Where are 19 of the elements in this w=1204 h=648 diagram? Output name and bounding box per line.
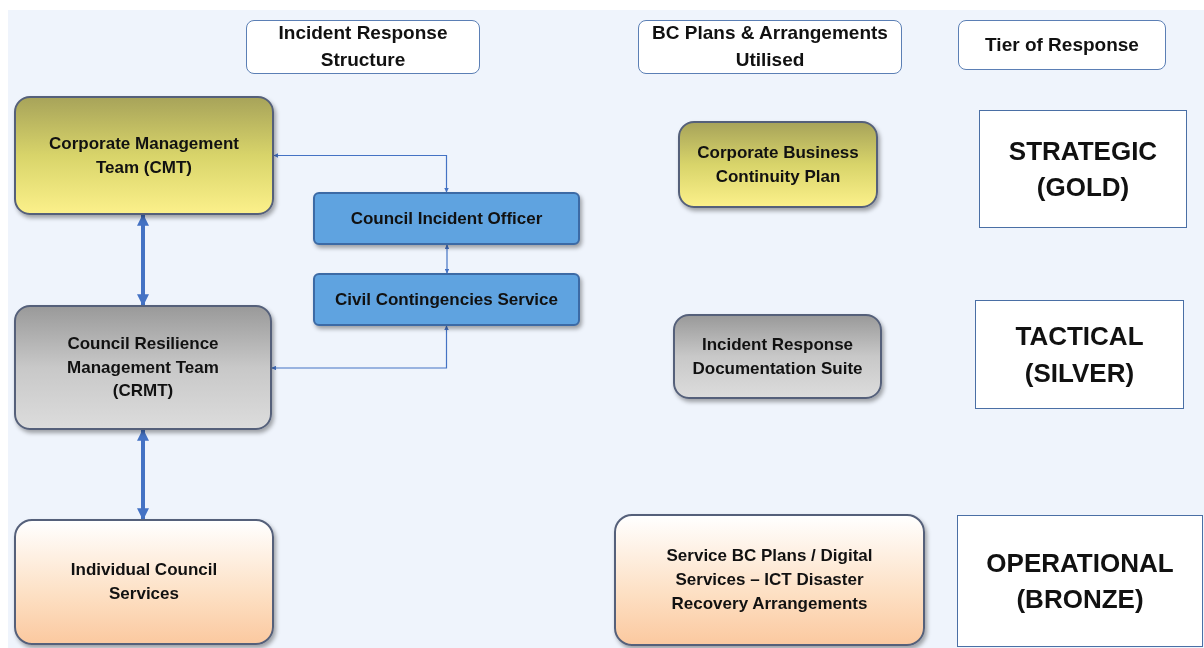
process-box: Council Incident Officer xyxy=(313,192,580,245)
process-box: Incident Response Documentation Suite xyxy=(673,314,882,399)
tier-box: TACTICAL (SILVER) xyxy=(975,300,1184,409)
process-box: Corporate Business Continuity Plan xyxy=(678,121,878,208)
column-header: BC Plans & Arrangements Utilised xyxy=(638,20,902,74)
tier-box: STRATEGIC (GOLD) xyxy=(979,110,1187,228)
process-box: Civil Contingencies Service xyxy=(313,273,580,326)
connector-arrow xyxy=(271,325,449,371)
column-header: Tier of Response xyxy=(958,20,1166,70)
process-box: Corporate Management Team (CMT) xyxy=(14,96,274,215)
tier-box: OPERATIONAL (BRONZE) xyxy=(957,515,1203,647)
connector-arrow xyxy=(444,244,450,274)
connector-arrow xyxy=(137,213,149,307)
connector-arrow xyxy=(273,153,449,193)
column-header: Incident Response Structure xyxy=(246,20,480,74)
process-box: Council Resilience Management Team (CRMT) xyxy=(14,305,272,430)
process-box: Individual Council Services xyxy=(14,519,274,645)
connector-arrow xyxy=(137,428,149,521)
process-box: Service BC Plans / Digital Services – ICT Disaster Recovery Arrangements xyxy=(614,514,925,646)
